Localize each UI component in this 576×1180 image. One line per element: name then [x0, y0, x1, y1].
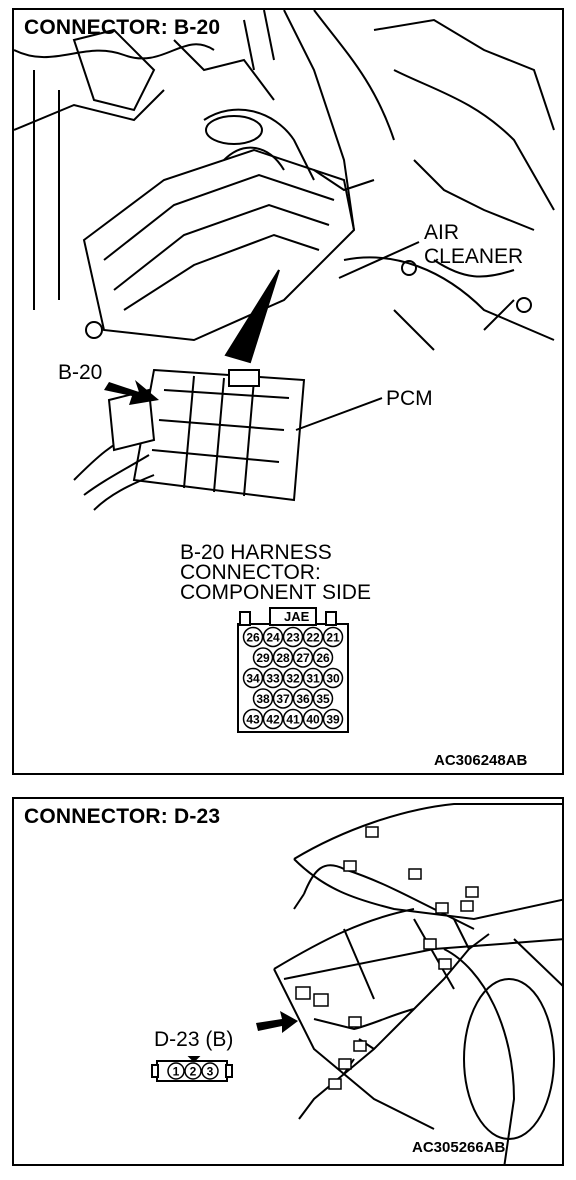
b20-pin-35-circle	[312, 688, 334, 709]
d23-pin-1: 1	[173, 1064, 180, 1078]
b20-pin-31: 31	[306, 671, 320, 685]
b20-pin-28: 28	[276, 651, 290, 665]
b20-pin-41: 41	[286, 712, 300, 726]
b20-pin-32: 32	[286, 671, 300, 685]
b20-pin-21-circle	[322, 626, 344, 648]
harness-connectors	[295, 826, 479, 1090]
b20-pin-32-circle	[282, 667, 304, 689]
b20-pin-29-circle	[252, 647, 274, 668]
b20-pin-33: 33	[266, 671, 280, 685]
b20-figure-code: AC306248AB	[434, 752, 528, 769]
b20-pin-30-circle	[322, 667, 344, 689]
d23-pin-3-circle	[201, 1062, 219, 1080]
b20-pin-27-circle	[292, 647, 314, 668]
b20-pin-21: 21	[326, 630, 340, 644]
b20-pin-36-circle	[292, 688, 314, 709]
b20-pin-27: 27	[296, 651, 310, 665]
b20-title: CONNECTOR: B-20	[24, 16, 221, 39]
b20-pin-37: 37	[276, 692, 290, 706]
b20-pin-26-circle	[312, 647, 334, 668]
connector-tag-jae: JAE	[284, 609, 310, 624]
pcm-module	[73, 368, 306, 511]
d23-pin-1-circle	[167, 1062, 185, 1080]
d23-figure-code: AC305266AB	[412, 1139, 506, 1156]
d23-pin-3: 3	[207, 1064, 214, 1078]
b20-pin-31-circle	[302, 667, 324, 689]
b20-pin-grid: 26 24 23 22 21 29 28 27 26 34 33 32 31 30 38 37 36 35 43 42…	[242, 626, 344, 730]
b20-pin-35: 35	[316, 692, 330, 706]
b20-pin-29: 29	[256, 651, 270, 665]
d23-label: D-23 (B)	[154, 1028, 234, 1051]
b20-pin-40-circle	[302, 708, 324, 730]
air-cleaner-label-line2: CLEANER	[424, 245, 524, 268]
b20-pin-42: 42	[266, 712, 280, 726]
b20-pin-36: 36	[296, 692, 310, 706]
d23-pin-2-circle	[184, 1062, 202, 1080]
d23-pin-2: 2	[190, 1064, 197, 1078]
b20-pin-42-circle	[262, 708, 284, 730]
b20-pin-23: 23	[286, 630, 300, 644]
b20-pin-38: 38	[256, 692, 270, 706]
b20-pin-40: 40	[306, 712, 320, 726]
b20-pin-43-circle	[242, 708, 264, 730]
b20-pin-34-circle	[242, 667, 264, 689]
d23-title: CONNECTOR: D-23	[24, 805, 221, 828]
b20-pin-26: 26	[246, 630, 260, 644]
connector-b20-panel: 26 24 23 22 21 29 28 27 26 34 33 32 31 30 38 37 36 35 43 42…	[12, 8, 564, 775]
air-cleaner-label-line1: AIR	[424, 221, 460, 244]
b20-pin-24-circle	[262, 626, 284, 648]
b20-pin-22: 22	[306, 630, 320, 644]
b20-pin-33-circle	[262, 667, 284, 689]
b20-pin-22-circle	[302, 626, 324, 648]
harness-label-line3: COMPONENT SIDE	[180, 581, 371, 604]
b20-pin-28-circle	[272, 647, 294, 668]
b20-pin-34: 34	[246, 671, 260, 685]
pcm-label: PCM	[386, 387, 433, 410]
b20-pin-43: 43	[246, 712, 260, 726]
b20-pin-39-circle	[322, 708, 344, 730]
b20-pin-26: 26	[316, 651, 330, 665]
b20-callout-label: B-20	[58, 361, 103, 384]
b20-pin-23-circle	[282, 626, 304, 648]
b20-pin-37-circle	[272, 688, 294, 709]
b20-pin-38-circle	[252, 688, 274, 709]
engine-bay-illustration: 26 24 23 22 21 29 28 27 26 34 33 32 31 30 38 37 36 35 43 42…	[14, 10, 555, 733]
harness-label-line2: CONNECTOR:	[180, 561, 321, 584]
b20-pin-24: 24	[266, 630, 280, 644]
b20-pin-39: 39	[326, 712, 340, 726]
harness-label-line1: B-20 HARNESS	[180, 541, 332, 564]
b20-pin-41-circle	[282, 708, 304, 730]
b20-pin-30: 30	[326, 671, 340, 685]
b20-pin-26-circle	[242, 626, 264, 648]
